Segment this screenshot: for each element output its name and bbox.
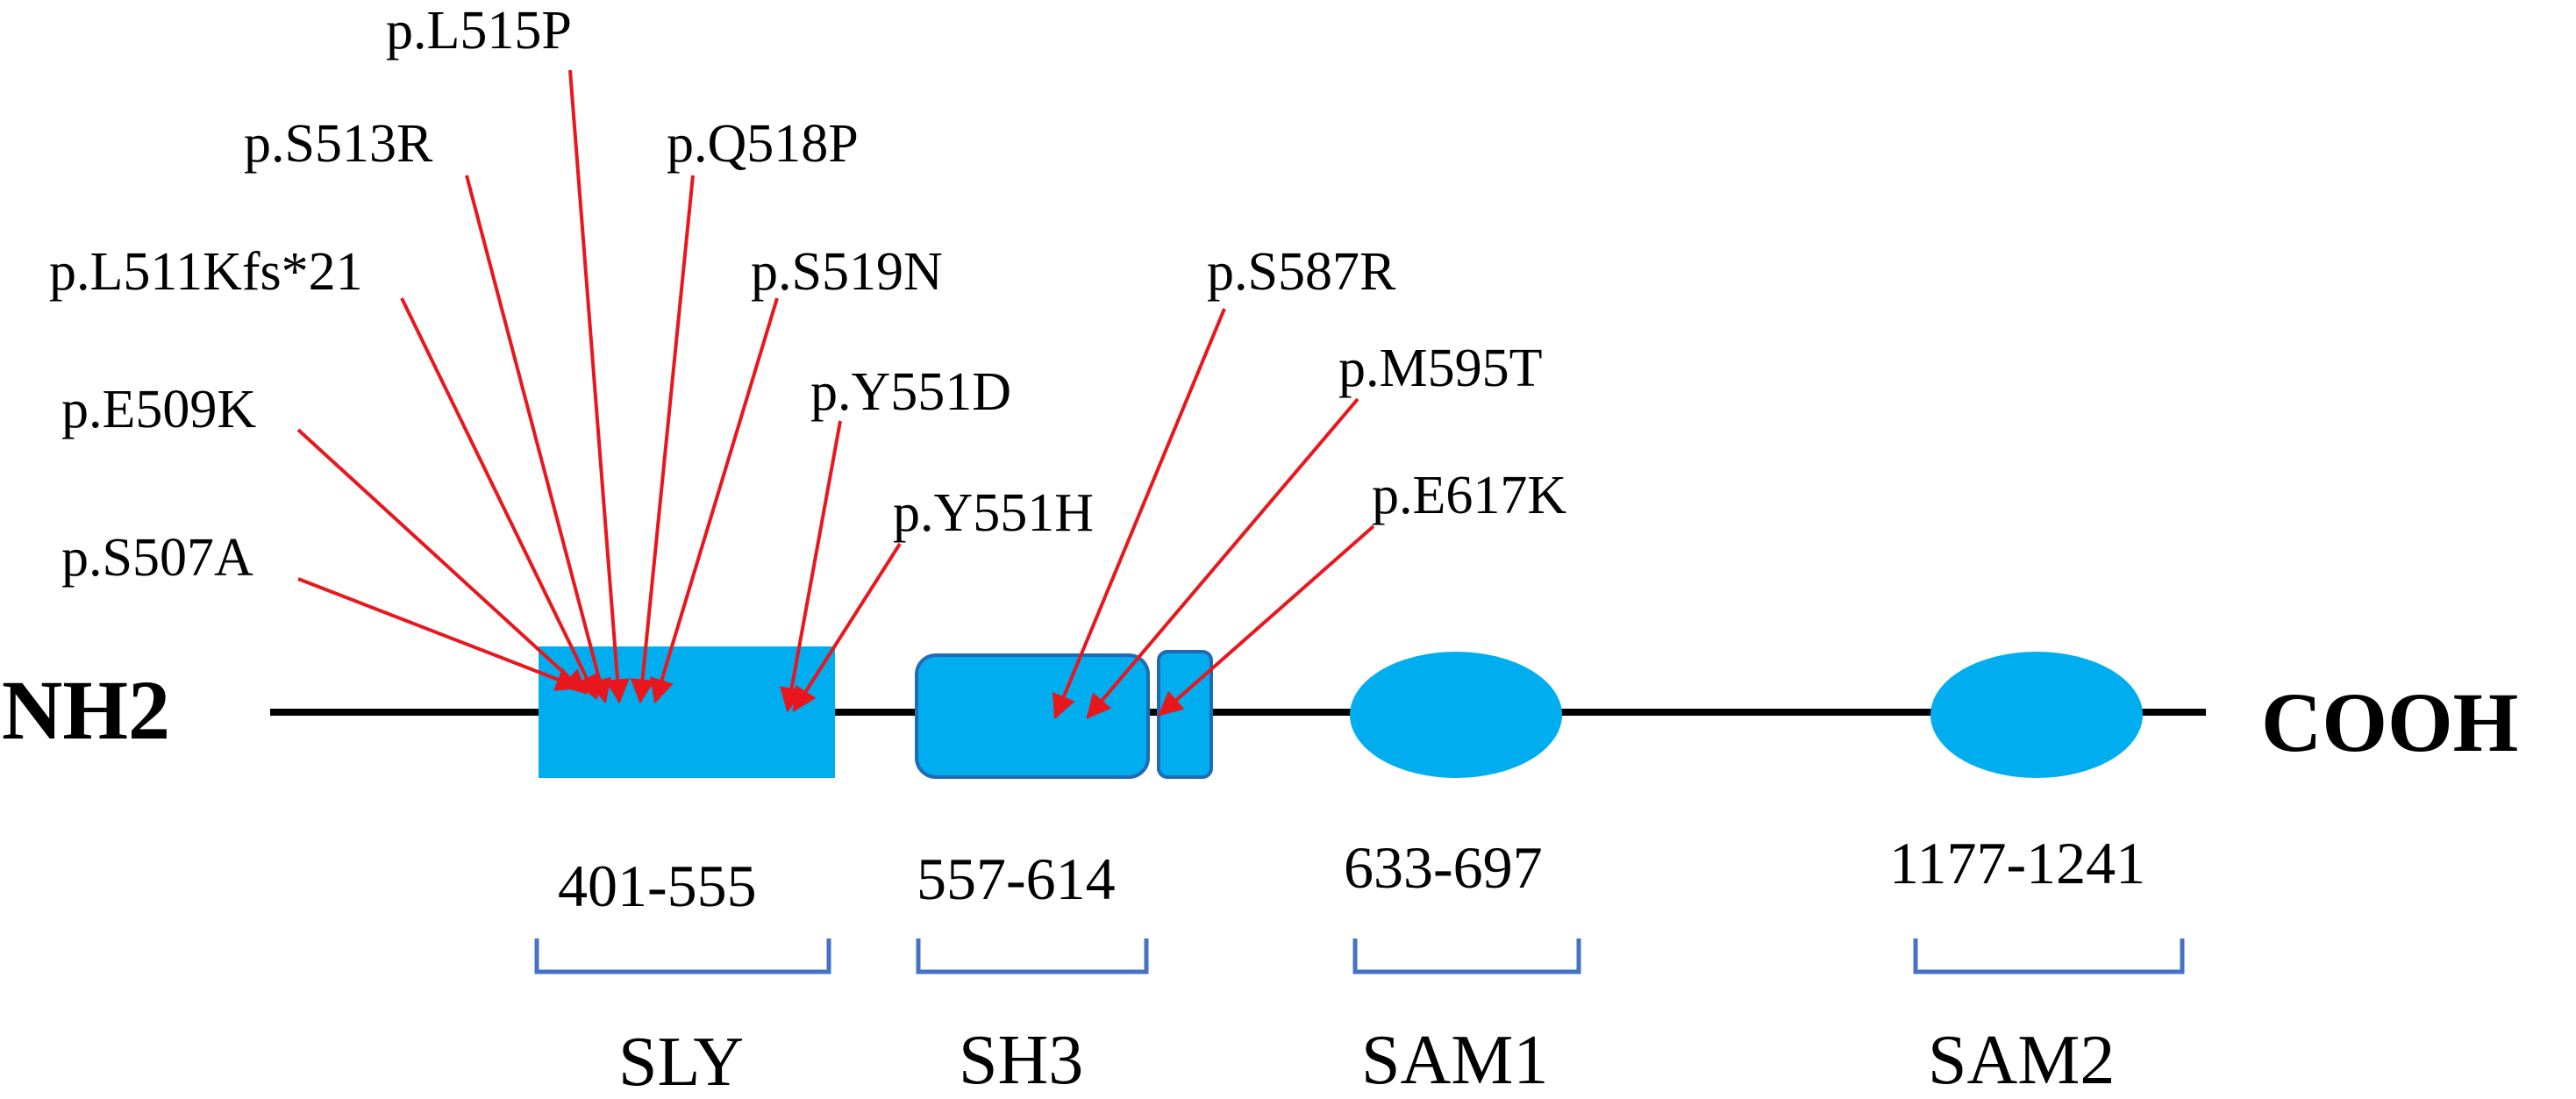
arrow-L511Kfs21 xyxy=(400,297,598,701)
bracket-sam2 xyxy=(1913,938,2185,974)
domain-ranges: 401-555 557-614 633-697 1177-1241 xyxy=(558,830,2145,919)
mutation-label-E509K: p.E509K xyxy=(61,380,256,439)
mutation-label-L515P: p.L515P xyxy=(386,1,572,61)
mutation-arrows xyxy=(296,69,1375,720)
mutation-label-L511Kfs21: p.L511Kfs*21 xyxy=(49,242,363,302)
mutation-label-M595T: p.M595T xyxy=(1338,339,1543,398)
arrow-S519N xyxy=(650,297,779,704)
mutation-label-E617K: p.E617K xyxy=(1372,466,1566,525)
c-terminus-label: COOH xyxy=(2261,675,2518,769)
domain-sam2-shape xyxy=(1930,652,2143,778)
mutation-labels: p.L515P p.S513R p.Q518P p.L511Kfs*21 p.S… xyxy=(49,1,1566,588)
domain-sh3-shape-small xyxy=(1157,650,1213,779)
domain-name-sam2: SAM2 xyxy=(1928,1022,2115,1095)
domain-sly-shape xyxy=(539,646,835,778)
bracket-sly xyxy=(534,938,831,974)
domain-range-sh3: 557-614 xyxy=(917,846,1116,912)
mutation-label-S519N: p.S519N xyxy=(751,242,943,302)
mutation-label-S507A: p.S507A xyxy=(61,528,253,588)
domain-range-sam2: 1177-1241 xyxy=(1889,830,2145,896)
mutation-label-Y551H: p.Y551H xyxy=(893,483,1094,543)
domain-name-sam1: SAM1 xyxy=(1361,1022,1548,1095)
mutation-label-Y551D: p.Y551D xyxy=(810,362,1011,422)
domain-brackets xyxy=(534,938,2185,974)
arrow-E617K xyxy=(1158,525,1375,717)
arrow-Y551D xyxy=(779,420,842,713)
arrow-L515P xyxy=(568,69,630,704)
domain-sam1-shape xyxy=(1350,652,1562,778)
arrow-M595T xyxy=(1086,397,1359,719)
domain-name-sh3: SH3 xyxy=(959,1022,1083,1095)
bracket-sh3 xyxy=(916,938,1149,974)
domain-name-sly: SLY xyxy=(618,1024,744,1095)
arrow-Y551H xyxy=(792,542,902,712)
arrow-E509K xyxy=(296,428,588,695)
domain-range-sam1: 633-697 xyxy=(1344,834,1543,901)
arrow-S513R xyxy=(465,175,612,704)
n-terminus-label: NH2 xyxy=(2,663,170,757)
mutation-label-Q518P: p.Q518P xyxy=(667,114,859,174)
domain-range-sly: 401-555 xyxy=(558,853,757,919)
mutation-label-S513R: p.S513R xyxy=(244,114,433,174)
domain-names: SLY SH3 SAM1 SAM2 xyxy=(618,1022,2115,1099)
bracket-sam1 xyxy=(1352,938,1581,974)
arrow-Q518P xyxy=(630,175,695,704)
domain-sh3-shape-main xyxy=(915,653,1150,779)
mutation-label-S587R: p.S587R xyxy=(1207,242,1396,302)
arrow-S507A xyxy=(297,577,582,691)
arrow-S587R xyxy=(1052,308,1226,720)
